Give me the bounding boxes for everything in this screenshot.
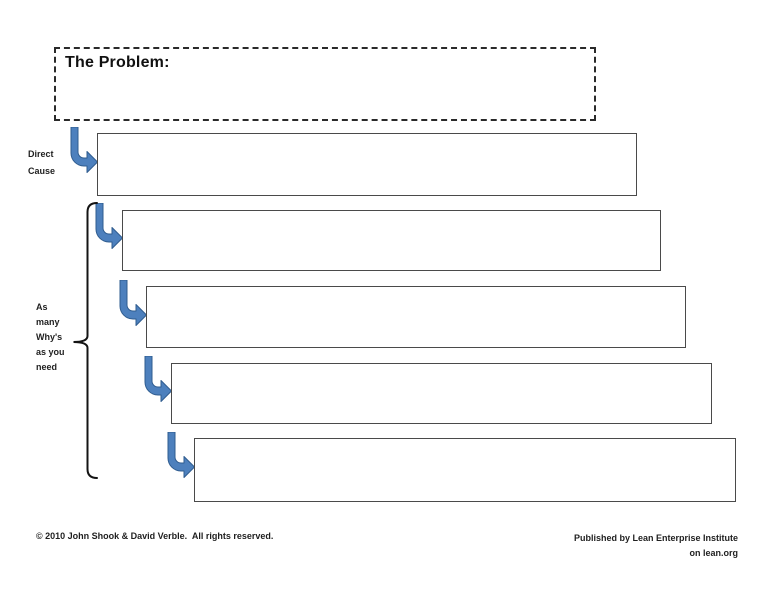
direct-cause-line: Cause (28, 166, 56, 176)
elbow-arrow-icon (144, 356, 172, 402)
publisher-line-1: Published by Lean Enterprise Institute (573, 533, 738, 543)
problem-box[interactable]: The Problem: (54, 47, 596, 121)
left-brace-icon (73, 202, 98, 479)
elbow-arrow-icon (95, 203, 123, 249)
copyright-text: © 2010 John Shook & David Verble. All ri… (36, 531, 274, 541)
elbow-arrow-icon (70, 127, 98, 173)
problem-box-input[interactable] (65, 77, 588, 115)
why-note-line: as you (36, 347, 65, 357)
why-note-line: As (36, 302, 48, 312)
why-box-2[interactable] (122, 210, 661, 271)
why-box-3[interactable] (146, 286, 686, 348)
why-note-line: many (36, 317, 60, 327)
direct-cause-label: Direct Cause (28, 146, 55, 180)
elbow-arrow-icon (119, 280, 147, 326)
why-box-5[interactable] (194, 438, 736, 502)
why-note-label: As many Why's as you need (36, 300, 65, 375)
why-note-line: need (36, 362, 58, 372)
publisher-text: Published by Lean Enterprise Institute o… (574, 531, 738, 561)
problem-box-label: The Problem: (65, 54, 170, 71)
direct-cause-line: Direct (28, 149, 54, 159)
why-box-4[interactable] (171, 363, 712, 424)
why-note-line: Why's (36, 332, 63, 342)
publisher-line-2: on lean.org (689, 548, 738, 558)
why-box-1[interactable] (97, 133, 637, 196)
elbow-arrow-icon (167, 432, 195, 478)
